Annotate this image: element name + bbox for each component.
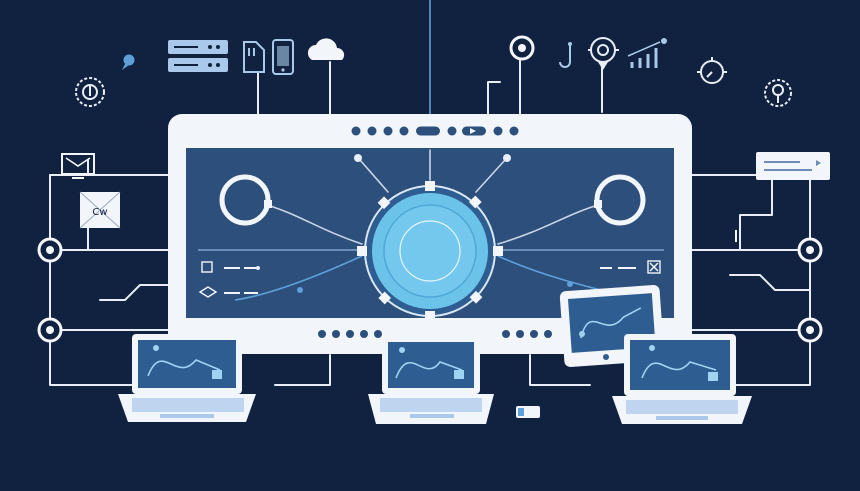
smartphone-icon	[272, 39, 294, 75]
panel-contents	[198, 149, 664, 321]
right-connector-nodes	[735, 230, 823, 343]
monitor-icon	[61, 153, 95, 179]
compass-icon	[697, 57, 727, 84]
message-card-icon	[756, 152, 830, 180]
server-rack-icon	[168, 40, 228, 72]
network-hub-icon	[357, 181, 503, 321]
right-list-rows	[600, 260, 661, 274]
sd-card-icon	[243, 41, 265, 73]
top-dot-row	[351, 126, 519, 136]
laptop-icon	[118, 334, 256, 422]
camera-gear-icon	[588, 37, 619, 70]
settings-gear-icon	[75, 77, 105, 107]
chat-bubble-icon	[122, 54, 135, 70]
laptop-icon	[368, 336, 494, 424]
usb-device-icon	[516, 406, 540, 418]
laptop-icon	[612, 334, 752, 424]
bottom-dot-row	[318, 330, 552, 338]
left-list-rows	[198, 261, 260, 298]
bar-chart-icon	[627, 38, 667, 68]
mail-envelope-icon: Cw	[79, 191, 121, 229]
cloud-icon	[307, 38, 345, 60]
left-connector-nodes	[37, 237, 63, 343]
hook-connector-icon	[559, 42, 572, 68]
location-gear-icon	[764, 79, 792, 107]
mail-card-text: Cw	[92, 207, 107, 218]
target-ring-icon	[509, 35, 535, 61]
